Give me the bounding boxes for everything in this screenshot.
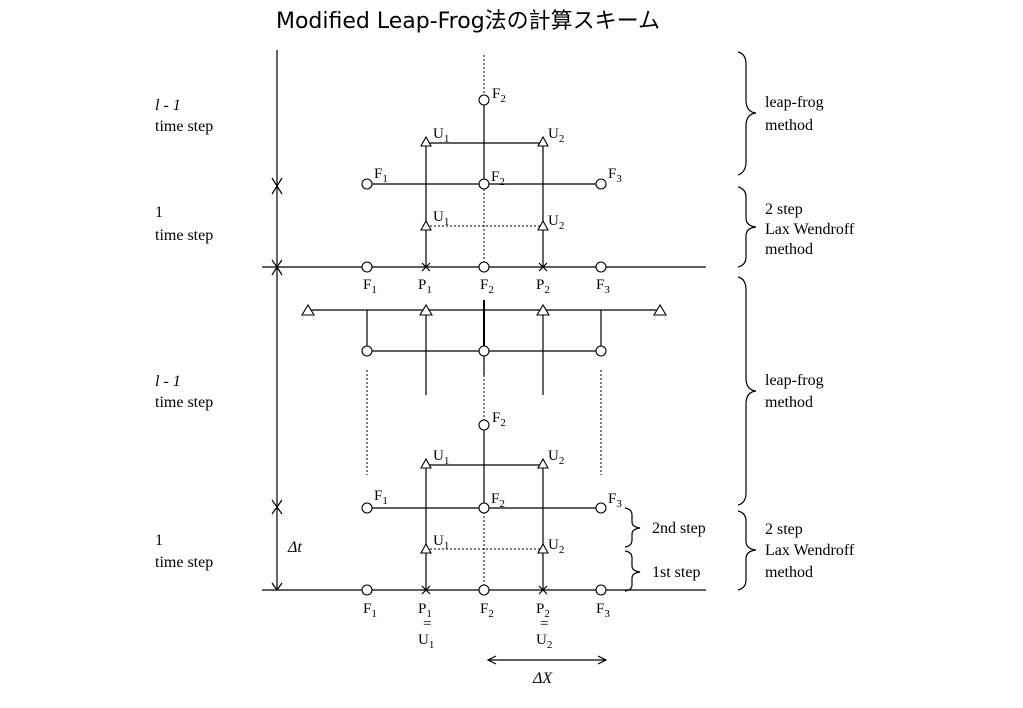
right-label-method-d: method	[765, 564, 813, 581]
right-label-lax-b: Lax Wendroff	[765, 542, 855, 559]
svg-text:U2: U2	[548, 448, 564, 467]
svg-text:F2: F2	[491, 169, 505, 188]
left-label-1-b: 1	[155, 532, 163, 549]
left-label-1-a: 1	[155, 204, 163, 221]
delta-x-label: ΔX	[532, 670, 553, 687]
right-label-leap-frog-b: leap-frog	[765, 372, 824, 389]
svg-text:F1: F1	[374, 166, 388, 185]
svg-text:P2: P2	[536, 601, 550, 620]
svg-text:F3: F3	[596, 277, 610, 296]
svg-text:F1: F1	[363, 601, 377, 620]
svg-text:U2: U2	[536, 632, 552, 651]
svg-text:U1: U1	[433, 533, 449, 552]
right-label-method-a: method	[765, 117, 813, 134]
svg-text:P1: P1	[418, 277, 432, 296]
left-label-time-step-b: time step	[155, 227, 213, 244]
right-label-2step-a: 2 step	[765, 201, 803, 218]
svg-text:F1: F1	[374, 488, 388, 507]
svg-text:U1: U1	[433, 448, 449, 467]
svg-text:F2: F2	[492, 86, 506, 105]
right-label-lax-a: Lax Wendroff	[765, 221, 855, 238]
svg-text:=: =	[540, 616, 548, 632]
svg-text:F3: F3	[608, 491, 622, 510]
svg-text:U1: U1	[418, 632, 434, 651]
svg-text:F3: F3	[596, 601, 610, 620]
diagram-title: Modified Leap-Frog法の計算スキーム	[276, 9, 660, 34]
left-label-time-step-d: time step	[155, 554, 213, 571]
svg-text:F2: F2	[480, 277, 494, 296]
svg-text:F1: F1	[363, 277, 377, 296]
sub-label-2nd-step: 2nd step	[652, 520, 706, 537]
svg-text:F2: F2	[491, 491, 505, 510]
right-label-method-c: method	[765, 394, 813, 411]
svg-text:F2: F2	[492, 410, 506, 429]
svg-text:U2: U2	[548, 213, 564, 232]
svg-text:U2: U2	[548, 537, 564, 556]
left-label-l-minus-1-a: l - 1	[155, 97, 181, 114]
time-axis	[271, 50, 283, 592]
svg-text:=: =	[423, 616, 431, 632]
sub-label-1st-step: 1st step	[652, 564, 700, 581]
svg-text:P1: P1	[418, 601, 432, 620]
svg-text:F2: F2	[480, 601, 494, 620]
svg-text:U1: U1	[433, 126, 449, 145]
svg-text:P2: P2	[536, 277, 550, 296]
bottom-block: F2 U1 U2 F1 F2 F3 U1 U2 F1 P1 F2 P2 F3 =…	[301, 300, 667, 651]
left-label-time-step-a: time step	[155, 118, 213, 135]
right-label-2step-b: 2 step	[765, 521, 803, 538]
right-label-method-b: method	[765, 241, 813, 258]
delta-x-arrow	[486, 655, 608, 665]
right-braces	[624, 51, 757, 592]
right-label-leap-frog-a: leap-frog	[765, 94, 824, 111]
svg-text:F3: F3	[608, 166, 622, 185]
top-block: F2 U1 U2 F1 F2 F3 U1 U2 F1 P1 F2 P2 F3	[361, 55, 622, 296]
left-label-time-step-c: time step	[155, 394, 213, 411]
svg-text:U2: U2	[548, 126, 564, 145]
left-label-l-minus-1-b: l - 1	[155, 373, 181, 390]
svg-text:U1: U1	[433, 209, 449, 228]
delta-t-label: Δt	[287, 539, 302, 556]
